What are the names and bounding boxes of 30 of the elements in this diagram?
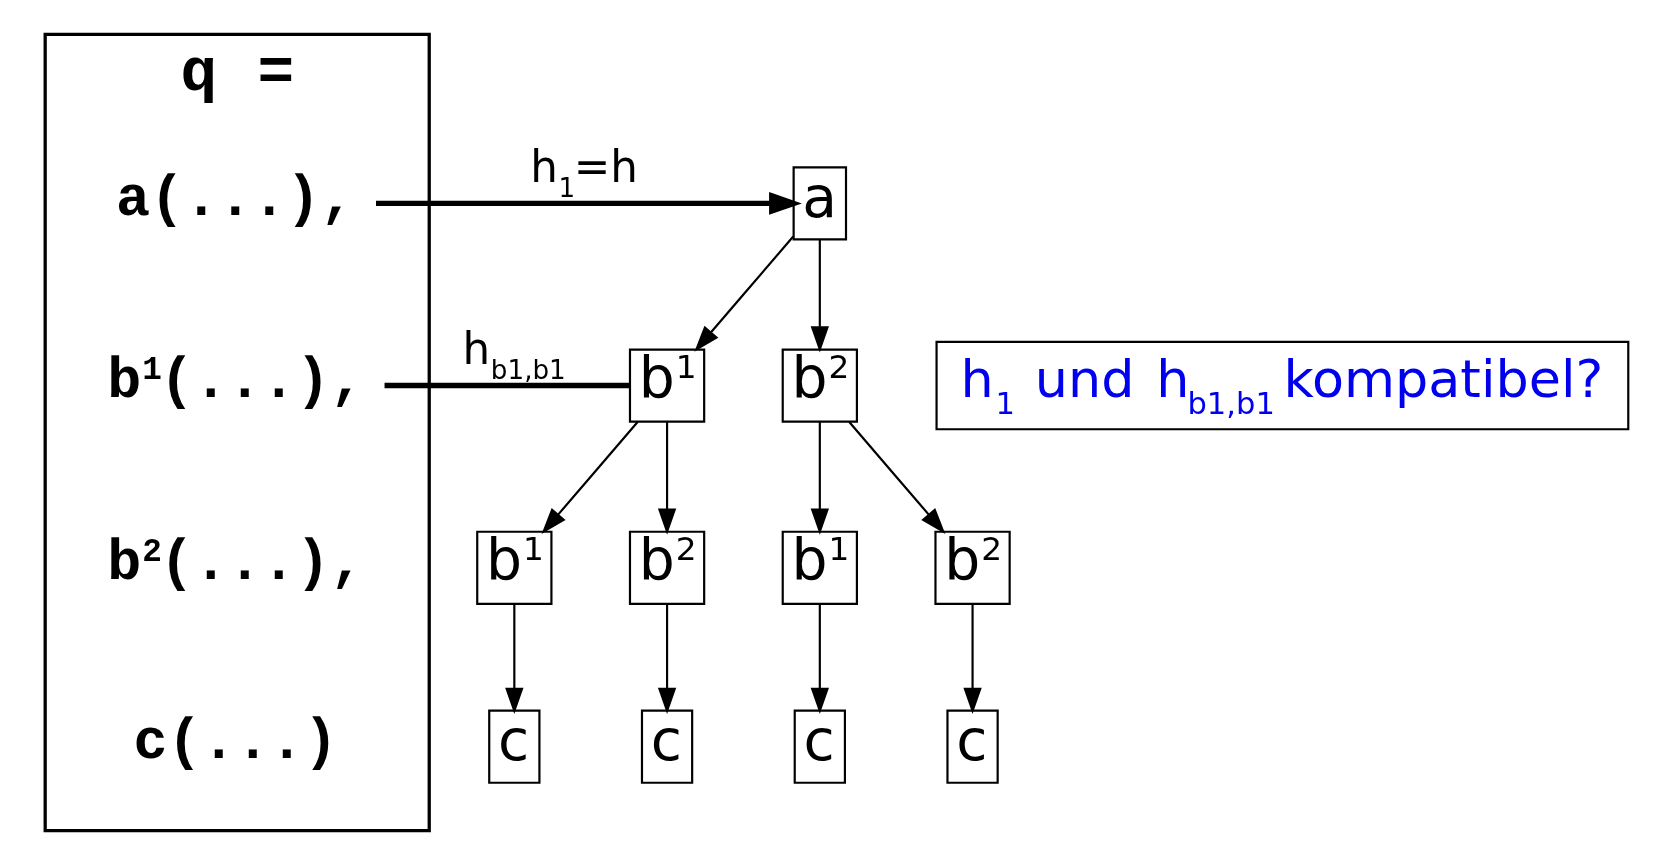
edge-label: h$_{b1,b1}$ xyxy=(462,322,566,385)
node-box: b$^{1}$ xyxy=(476,530,553,605)
node-box: c xyxy=(640,709,694,784)
node-text: a(...), xyxy=(116,167,355,232)
node-box: b$^{1}$ xyxy=(781,530,858,605)
node-text: b$^{1}$(...), xyxy=(107,350,364,415)
arrow xyxy=(541,421,639,534)
arrow xyxy=(810,604,829,714)
node-box: b$^{1}$ xyxy=(628,348,706,423)
connector xyxy=(384,382,630,389)
arrow xyxy=(810,239,829,353)
node-text: b$^{2}$(...), xyxy=(107,532,364,597)
arrow xyxy=(505,604,524,714)
node-box: b$^{2}$ xyxy=(781,348,858,423)
node-box: c xyxy=(946,709,999,784)
arrow xyxy=(657,422,677,535)
arrow xyxy=(848,421,946,534)
arrow xyxy=(810,422,829,535)
node-box: a xyxy=(792,166,848,241)
node-text: c(...) xyxy=(133,711,338,776)
node-box: b$^{2}$ xyxy=(934,530,1011,605)
node-box: h$_{1}$ und h$_{b1,b1}$ kompatibel? xyxy=(935,340,1630,431)
node-box: c xyxy=(488,709,541,784)
edge-label: h$_{1}$=h xyxy=(530,140,638,203)
arrow xyxy=(963,604,982,714)
node-box: c xyxy=(793,709,846,784)
node-box: b$^{2}$ xyxy=(628,530,706,605)
arrow xyxy=(657,604,677,714)
arrow xyxy=(376,191,802,215)
arrow xyxy=(694,235,795,352)
